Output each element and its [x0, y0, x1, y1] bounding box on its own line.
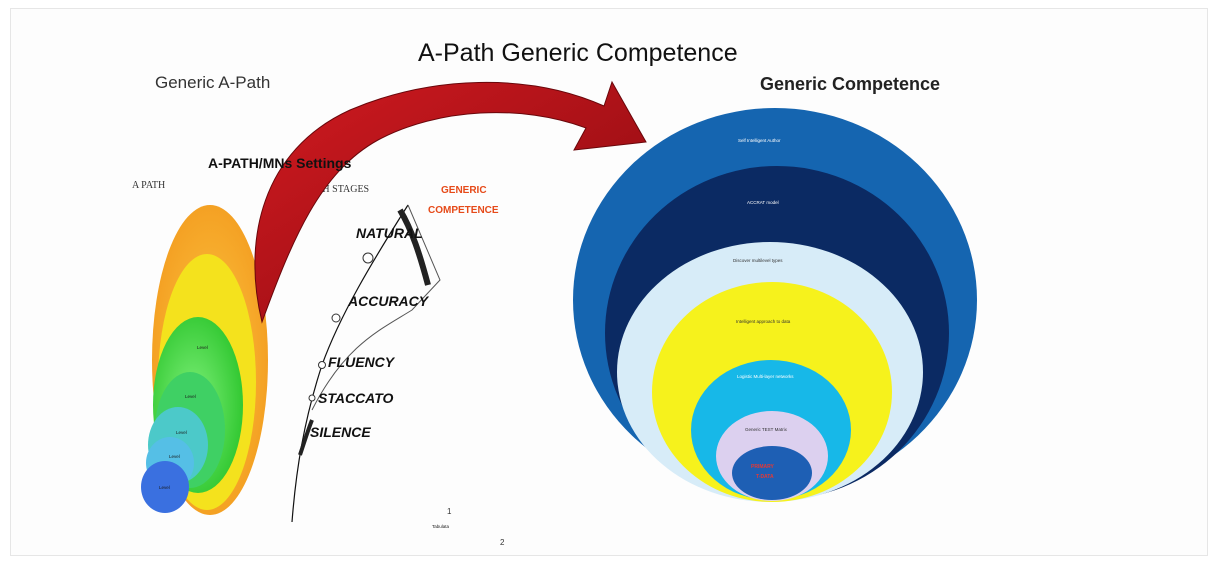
diagram-title: A-Path Generic Competence — [418, 39, 738, 67]
footnote-text: Tabulata — [432, 524, 450, 529]
svg-text:Level: Level — [185, 394, 196, 399]
apath-nested-ellipses: Level Level Level Level Level — [141, 205, 268, 515]
ring-label-3: Discover multilevel types — [733, 258, 783, 263]
generic-competence-label-1: GENERIC — [441, 185, 487, 196]
svg-text:Level: Level — [197, 345, 208, 350]
svg-text:Level: Level — [176, 430, 187, 435]
ring-label-5: Logistic Multi-layer networks — [737, 374, 794, 379]
apath-label: A PATH — [132, 180, 165, 191]
svg-text:Level: Level — [159, 485, 170, 490]
stage-accuracy: ACCURACY — [347, 293, 430, 309]
footnote-number: 1 — [447, 507, 452, 516]
ring-label-7a: PRIMARY — [751, 464, 775, 470]
apath-stages-curve — [291, 204, 441, 523]
competence-rings — [573, 108, 977, 502]
stage-natural: NATURAL — [356, 225, 423, 241]
stage-staccato: STACCATO — [318, 390, 394, 406]
ring-label-4: Intelligent approach to data — [736, 319, 791, 324]
apath-stages-label: A-PATH STAGES — [295, 184, 369, 195]
left-panel-title: Generic A-Path — [155, 73, 270, 92]
ring-label-2: ACCRAT model — [747, 200, 779, 205]
settings-heading: A-PATH/MNs Settings — [208, 155, 352, 171]
stage-fluency: FLUENCY — [328, 354, 396, 370]
ellipse-blue — [141, 461, 189, 513]
ring-label-7b: T-DATA — [756, 474, 774, 480]
ring-primary-data — [732, 446, 812, 500]
curved-red-arrow — [254, 80, 647, 324]
right-panel-title: Generic Competence — [760, 74, 940, 94]
svg-text:Level: Level — [169, 454, 180, 459]
page-number: 2 — [500, 538, 505, 547]
ring-label-1: Self Intelligent Author — [738, 138, 781, 143]
ring-label-6: Generic TEST Matrix — [745, 427, 788, 432]
generic-competence-label-2: COMPETENCE — [428, 205, 499, 216]
stage-silence: SILENCE — [310, 424, 371, 440]
